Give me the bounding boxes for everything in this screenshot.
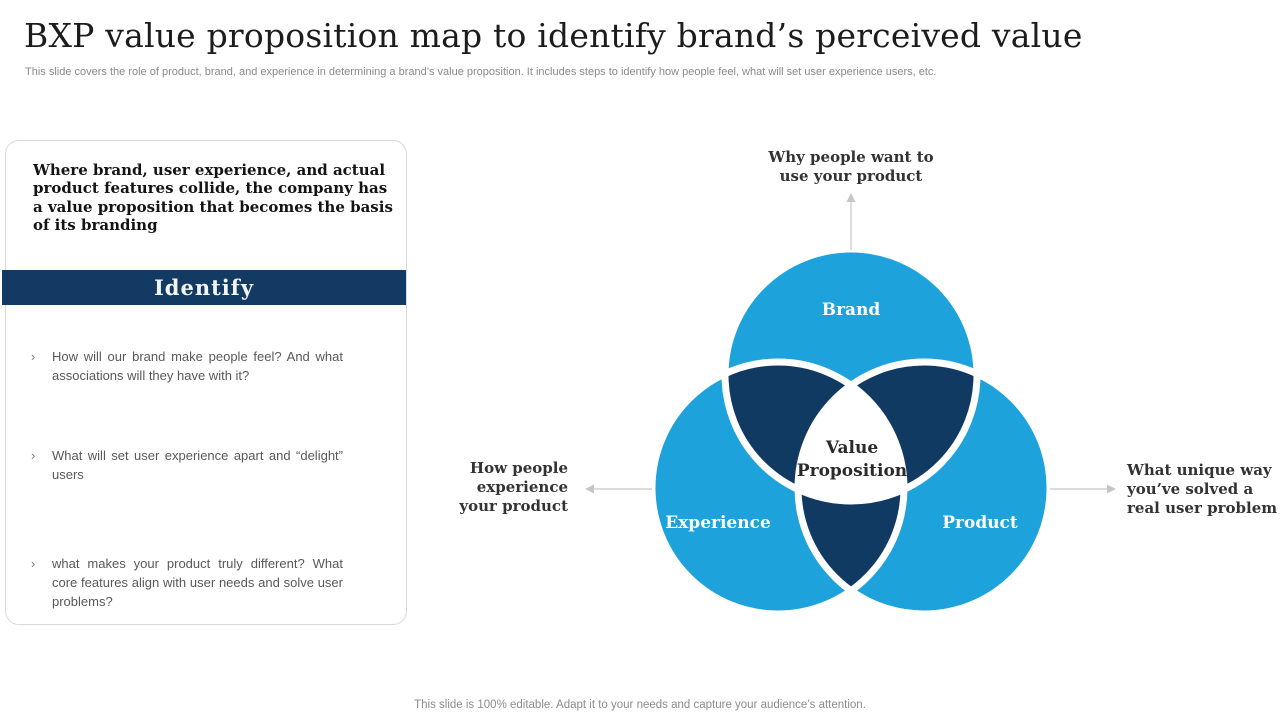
- annotation-top: Why people want to use your product: [768, 148, 934, 185]
- bullet-item-experience-question: › What will set user experience apart an…: [31, 447, 343, 485]
- identify-banner-label: Identify: [153, 275, 255, 300]
- identify-banner: Identify: [2, 270, 406, 305]
- brand-circle-label: Brand: [821, 300, 881, 320]
- product-circle-label: Product: [942, 513, 1018, 533]
- bullet-item-product-question: › what makes your product truly differen…: [31, 555, 343, 612]
- info-card: [5, 140, 407, 625]
- bullet-marker-icon: ›: [31, 556, 36, 571]
- product-circle-ring: [794, 358, 1054, 618]
- bullet-text: What will set user experience apart and …: [52, 448, 343, 482]
- bullet-text: what makes your product truly different?…: [52, 556, 343, 609]
- left-arrow-head-icon: [585, 484, 594, 494]
- bullet-item-brand-question: › How will our brand make people feel? A…: [31, 348, 343, 386]
- slide-subtitle: This slide covers the role of product, b…: [25, 66, 937, 78]
- venn-diagram: [585, 193, 1116, 618]
- annotation-right: What unique way you’ve solved a real use…: [1127, 461, 1278, 517]
- top-arrow-head-icon: [846, 193, 856, 202]
- experience-circle-ring: [648, 358, 908, 618]
- value-proposition-label: Value Proposition: [796, 438, 908, 481]
- center-overlap-group: [798, 362, 904, 501]
- experience-circle-label: Experience: [665, 513, 771, 533]
- info-card-description: Where brand, user experience, and actual…: [33, 161, 393, 235]
- slide-title: BXP value proposition map to identify br…: [24, 16, 1083, 55]
- right-arrow-head-icon: [1107, 484, 1116, 494]
- bullet-marker-icon: ›: [31, 448, 36, 463]
- bullet-text: How will our brand make people feel? And…: [52, 349, 343, 383]
- center-overlap: [798, 362, 904, 501]
- footer-note: This slide is 100% editable. Adapt it to…: [414, 699, 866, 711]
- annotation-left: How people experience your product: [459, 459, 568, 515]
- bullet-marker-icon: ›: [31, 349, 36, 364]
